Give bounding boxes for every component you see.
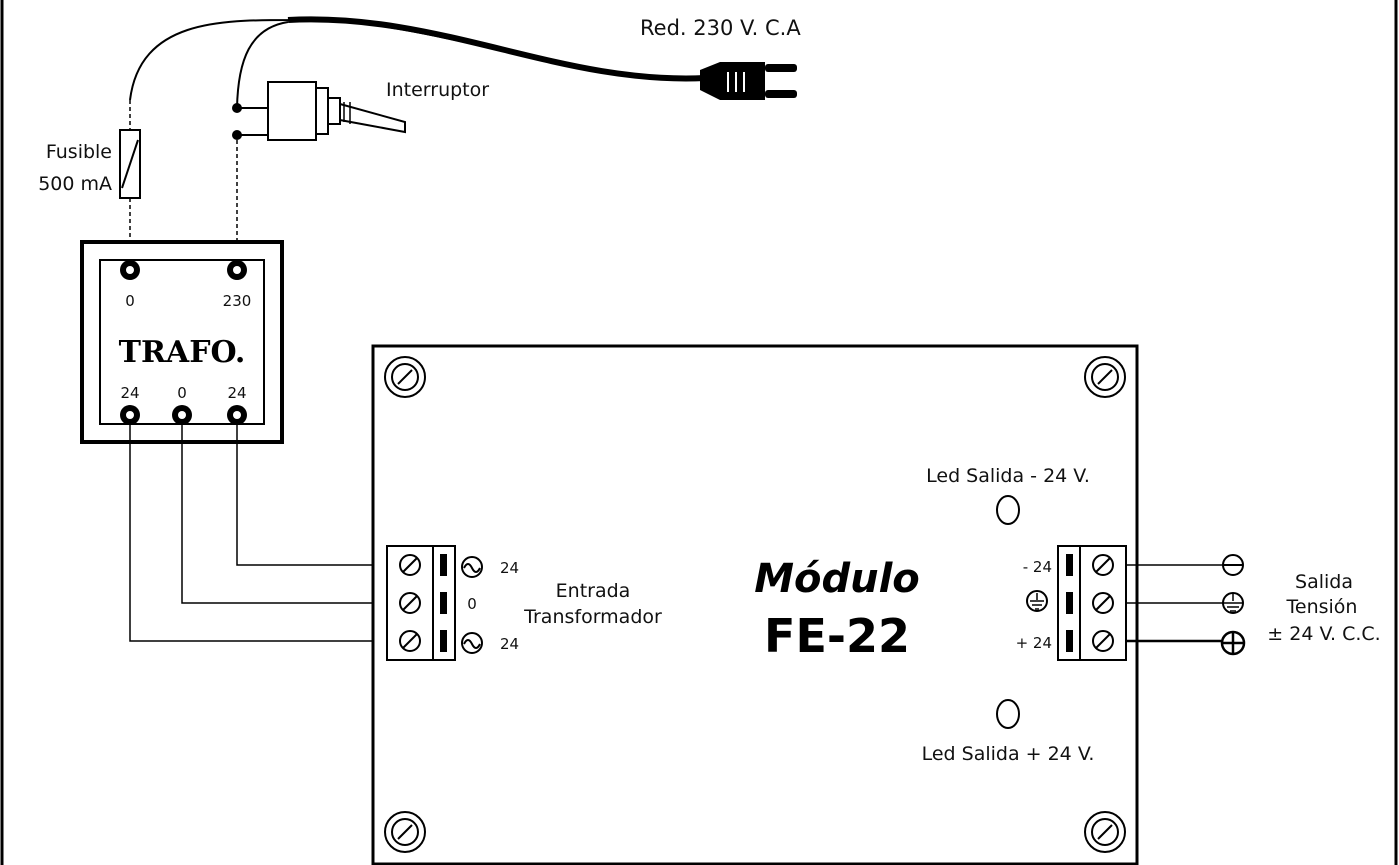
plug-icon	[700, 62, 797, 100]
fuse-icon	[119, 129, 141, 199]
module-title: Módulo	[754, 556, 920, 602]
plus-symbol-icon	[1220, 630, 1246, 656]
input-label-line2: Transformador	[523, 606, 662, 628]
mounting-hole-icon	[384, 356, 426, 398]
led-positive-icon	[996, 699, 1020, 729]
output-terminal-block	[1057, 545, 1127, 661]
input-terminal-block	[386, 545, 456, 661]
input-terminal-24a: 24	[500, 559, 519, 577]
output-label-line1: Salida	[1295, 571, 1353, 593]
screw-terminal-icon	[172, 405, 192, 425]
ground-symbol-icon	[1222, 592, 1244, 614]
module-outline	[371, 344, 1139, 865]
toggle-switch-icon	[232, 81, 406, 141]
wire-secondary-0	[181, 425, 387, 604]
mounting-hole-icon	[384, 811, 426, 853]
screw-terminal-icon	[227, 405, 247, 425]
fuse-label-line1: Fusible	[46, 141, 112, 163]
screw-terminal-icon	[120, 405, 140, 425]
output-terminal-pos: + 24	[1016, 634, 1052, 652]
led-bottom-label: Led Salida + 24 V.	[922, 743, 1095, 765]
output-terminal-neg: - 24	[1023, 558, 1052, 576]
trafo-secondary-24a: 24	[120, 384, 139, 402]
screw-icon	[399, 630, 421, 652]
screw-terminal-icon	[120, 260, 140, 280]
mains-label: Red. 230 V. C.A	[640, 16, 801, 40]
trafo-secondary-24b: 24	[227, 384, 246, 402]
ground-symbol-icon	[1026, 590, 1048, 612]
led-negative-icon	[996, 495, 1020, 525]
input-terminal-0: 0	[467, 595, 477, 613]
module-model: FE-22	[764, 609, 910, 663]
trafo-primary-0: 0	[125, 292, 135, 310]
mains-cable	[287, 16, 706, 82]
module-board: Módulo FE-22 Led Salida - 24 V. Led Sali…	[371, 344, 1139, 865]
minus-symbol-icon	[1222, 554, 1244, 576]
input-terminal-24b: 24	[500, 635, 519, 653]
screw-icon	[399, 554, 421, 576]
transformer: 0 230 TRAFO. 24 0 24	[80, 240, 284, 444]
screw-icon	[1092, 554, 1114, 576]
trafo-primary-230: 230	[223, 292, 252, 310]
ac-symbol-icon	[461, 556, 483, 578]
screw-icon	[399, 592, 421, 614]
mounting-hole-icon	[1084, 356, 1126, 398]
input-label-line1: Entrada	[556, 580, 631, 602]
mounting-hole-icon	[1084, 811, 1126, 853]
transformer-name: TRAFO.	[119, 335, 246, 370]
wire-secondary-24a	[129, 425, 387, 642]
cable-to-switch	[236, 21, 289, 109]
trafo-secondary-0: 0	[177, 384, 187, 402]
led-top-label: Led Salida - 24 V.	[926, 465, 1090, 487]
output-label-line3: ± 24 V. C.C.	[1267, 623, 1380, 645]
screw-icon	[1092, 592, 1114, 614]
output-label-line2: Tensión	[1286, 596, 1358, 618]
transformer-inner	[99, 259, 265, 425]
screw-icon	[1092, 630, 1114, 652]
wire-secondary-24b	[236, 425, 387, 566]
screw-terminal-icon	[227, 260, 247, 280]
ac-symbol-icon	[461, 632, 483, 654]
switch-label: Interruptor	[386, 79, 489, 101]
fuse-label-line2: 500 mA	[38, 173, 112, 195]
